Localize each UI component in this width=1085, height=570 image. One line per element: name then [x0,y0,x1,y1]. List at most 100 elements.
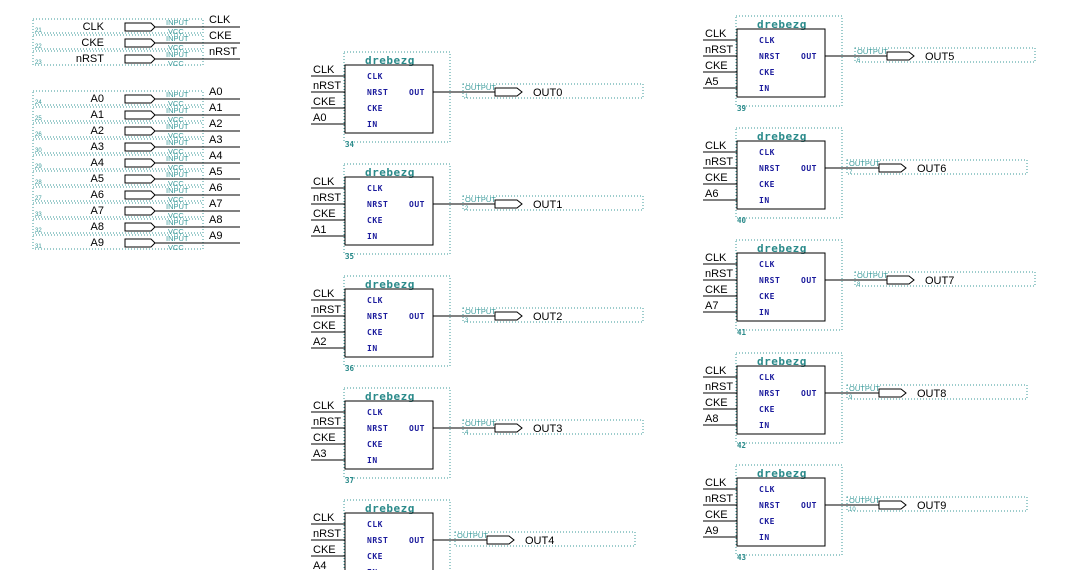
block-boundary [735,352,843,444]
block-input-net: A7 [705,300,718,312]
output-pin-boundary [846,384,1028,400]
drebezg-block[interactable]: drebezgCLKCLKnRSTNRSTCKECKEA9INOUT43OUTP… [703,464,1028,562]
block-pin-label: CLK [367,296,383,305]
input-pin-pull: VCC [168,131,184,140]
drebezg-block[interactable]: drebezgCLKCLKnRSTNRSTCKECKEA5INOUT39OUTP… [703,15,1036,113]
input-pin-net-label: A2 [91,125,104,137]
block-input-net: CKE [705,60,728,72]
input-pin-boundary [32,90,204,106]
block-pin-label: CKE [367,552,383,561]
block-input-net: CLK [705,28,727,40]
output-pin-type: OUTPUT [849,159,880,168]
block-boundary [343,51,451,143]
block-input-net: nRST [705,44,733,56]
drebezg-block[interactable]: drebezgCLKCLKnRSTNRSTCKECKEA1INOUT35OUTP… [311,163,644,261]
block-pin-label: NRST [367,536,388,545]
block-pin-label: IN [759,308,770,317]
output-pin[interactable]: OUTPUT 3 OUT2 [462,307,644,324]
output-pin-name: OUT1 [533,199,562,211]
input-pin-arrow-icon [124,110,156,120]
block-input-net: CKE [705,284,728,296]
input-pin-arrow-icon [124,174,156,184]
input-pin-boundary [32,34,204,50]
block-body [344,64,434,134]
block-pin-label: IN [367,120,378,129]
drebezg-block[interactable]: drebezgCLKCLKnRSTNRSTCKECKEA4INOUTOUTPUT… [311,499,636,570]
input-pin-number: 24 [35,100,42,106]
block-input-net: nRST [313,416,341,428]
block-pin-label: NRST [759,52,780,61]
block-input-net: A6 [705,188,718,200]
block-input-net: nRST [313,80,341,92]
block-pin-label: NRST [367,200,388,209]
block-pin-label: CKE [367,104,383,113]
block-input-net: A3 [313,448,326,460]
input-pin-pull: VCC [168,99,184,108]
input-pin-number: 28 [35,180,42,186]
block-boundary [343,499,451,570]
output-pin-name: OUT2 [533,311,562,323]
input-pin-boundary [32,18,204,34]
output-pin-type: OUTPUT [465,307,496,316]
input-pin-number: 33 [35,212,42,218]
input-pin-type: INPUT [166,234,189,243]
drebezg-block[interactable]: drebezgCLKCLKnRSTNRSTCKECKEA0INOUT34OUTP… [311,51,644,149]
block-pin-label: OUT [801,389,817,398]
input-pin-type: INPUT [166,122,189,131]
block-pin-label: IN [759,421,770,430]
drebezg-block[interactable]: drebezgCLKCLKnRSTNRSTCKECKEA3INOUT37OUTP… [311,387,644,485]
block-pin-label: NRST [367,424,388,433]
input-pin-pull: VCC [168,179,184,188]
block-pin-label: NRST [759,276,780,285]
input-pin-type: INPUT [166,170,189,179]
input-pin-label: A8 [209,214,222,226]
output-pin-number: 1 [465,94,469,100]
block-boundary [343,387,451,479]
input-pin-label: A2 [209,118,222,130]
input-pin-type: INPUT [166,50,189,59]
block-pin-label: CKE [759,292,775,301]
output-pin-type: OUTPUT [465,195,496,204]
block-pin-label: NRST [367,88,388,97]
drebezg-block[interactable]: drebezgCLKCLKnRSTNRSTCKECKEA2INOUT36OUTP… [311,275,644,373]
block-pin-label: CKE [759,180,775,189]
drebezg-block[interactable]: drebezgCLKCLKnRSTNRSTCKECKEA6INOUT40OUTP… [703,127,1028,225]
output-pin-number: 6 [857,58,861,64]
input-pin-label: A1 [209,102,222,114]
output-pin-number: 3 [465,318,469,324]
input-pin-pull: VCC [168,243,184,252]
block-input-net: CLK [705,477,727,489]
output-pin-boundary [462,195,644,211]
input-pin-arrow-icon [124,38,156,48]
drebezg-block[interactable]: drebezgCLKCLKnRSTNRSTCKECKEA8INOUT42OUTP… [703,352,1028,450]
output-pin-arrow-icon [878,500,907,510]
block-pin-label: NRST [759,501,780,510]
drebezg-block[interactable]: drebezgCLKCLKnRSTNRSTCKECKEA7INOUT41OUTP… [703,239,1036,337]
input-pin-label: A6 [209,182,222,194]
block-pin-label: IN [367,456,378,465]
output-pin-name: OUT9 [917,500,946,512]
input-pin-arrow-icon [124,222,156,232]
